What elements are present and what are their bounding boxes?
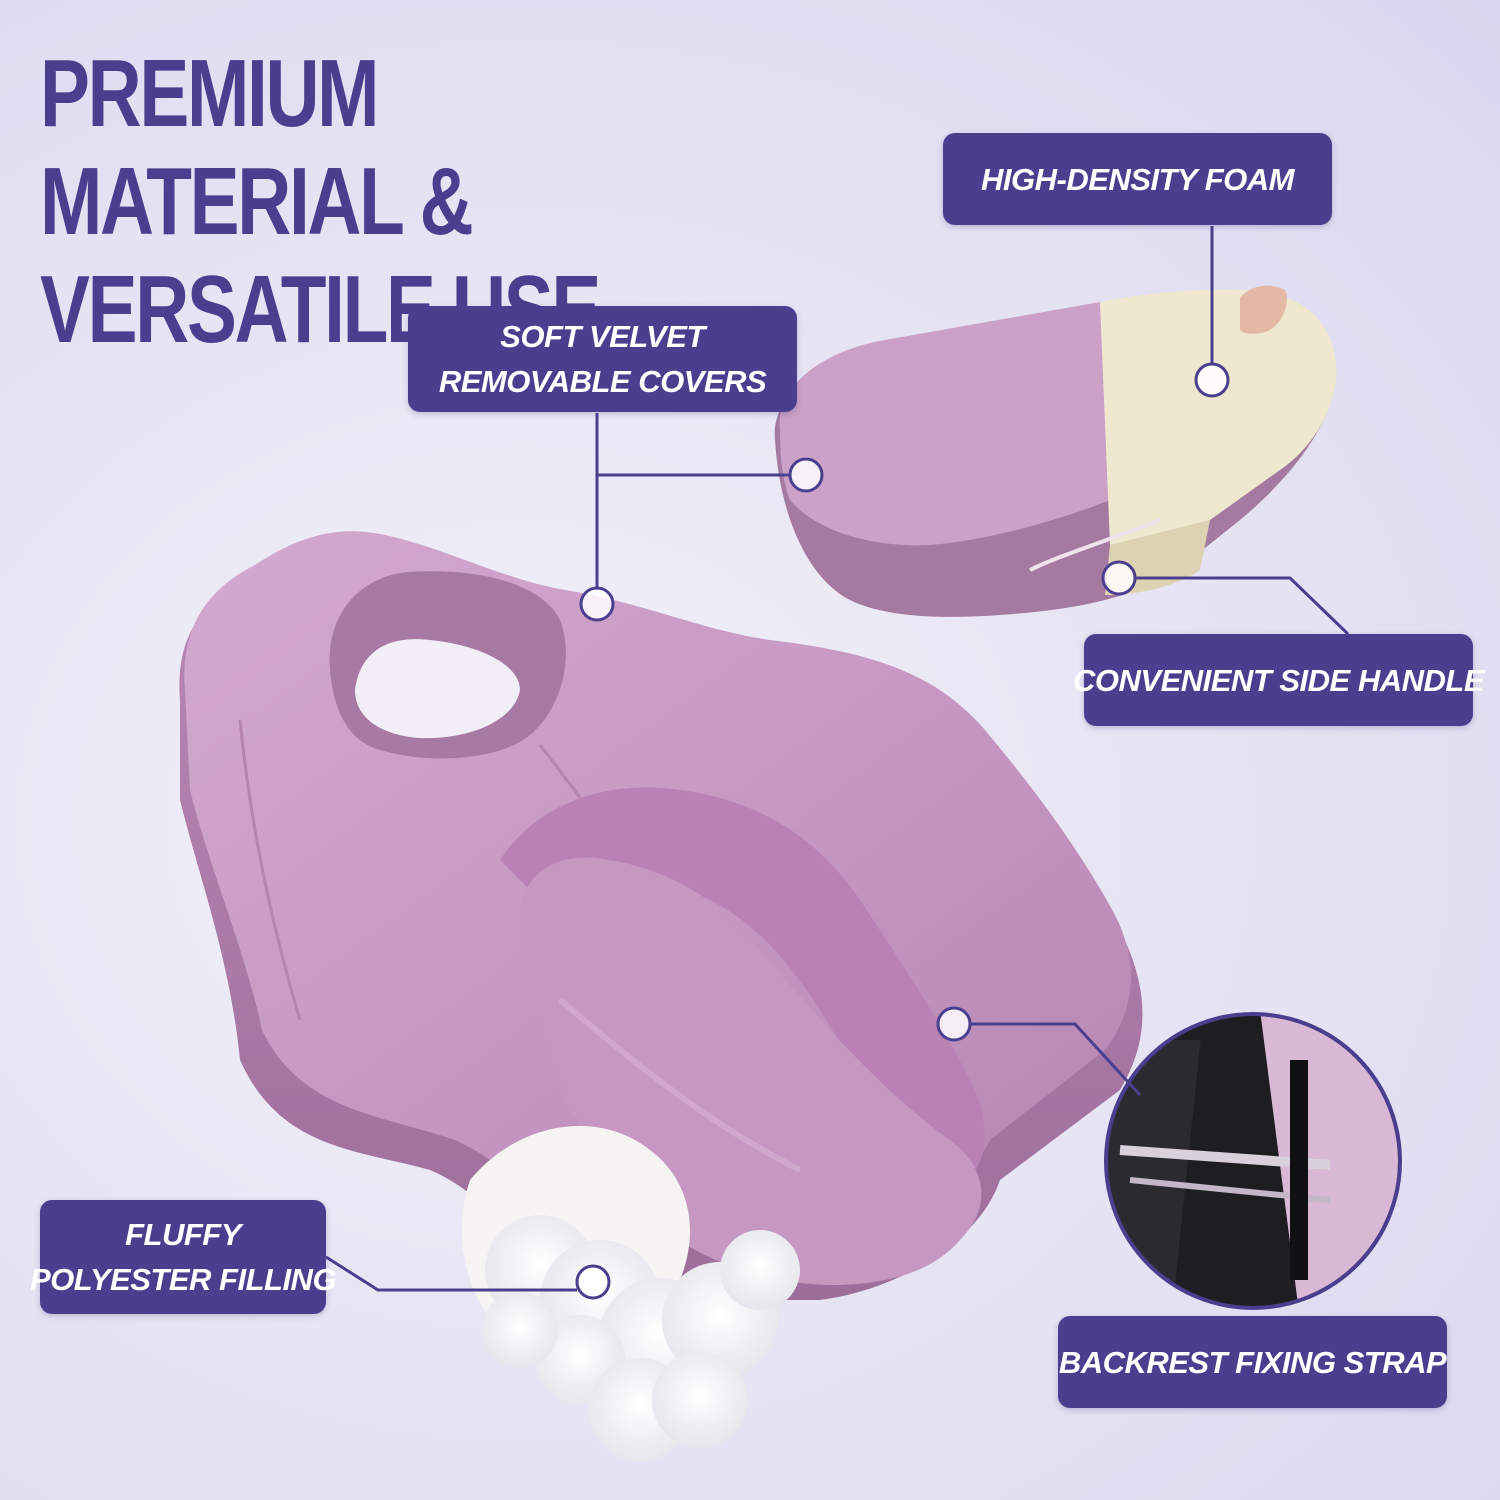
callout-label-line-1: FLUFFY [125, 1217, 241, 1252]
callout-polyester-filling: FLUFFY POLYESTER FILLING [30, 1200, 337, 1314]
callout-label-line-2: REMOVABLE COVERS [438, 364, 767, 399]
chair-strap-illustration [1104, 1012, 1402, 1310]
foam-cutaway-illustration [774, 285, 1337, 617]
headline-line-1: PREMIUM MATERIAL & [40, 40, 474, 255]
callout-label: HIGH-DENSITY FOAM [981, 161, 1295, 197]
callout-soft-velvet-covers: SOFT VELVET REMOVABLE COVERS [408, 306, 797, 412]
callout-high-density-foam: HIGH-DENSITY FOAM [943, 133, 1332, 225]
callout-label-line-1: SOFT VELVET [500, 319, 705, 354]
callout-label-line-2: POLYESTER FILLING [29, 1262, 337, 1297]
callout-label: CONVENIENT SIDE HANDLE [1073, 662, 1484, 698]
callout-backrest-strap: BACKREST FIXING STRAP [1058, 1316, 1447, 1408]
callout-side-handle: CONVENIENT SIDE HANDLE [1073, 634, 1484, 726]
callout-connectors [325, 226, 1350, 1292]
pillow-illustration [179, 531, 1143, 1300]
circle-marker-icon [575, 362, 1230, 1300]
callout-label: BACKREST FIXING STRAP [1058, 1344, 1447, 1380]
fiber-filling-illustration [461, 1126, 800, 1462]
